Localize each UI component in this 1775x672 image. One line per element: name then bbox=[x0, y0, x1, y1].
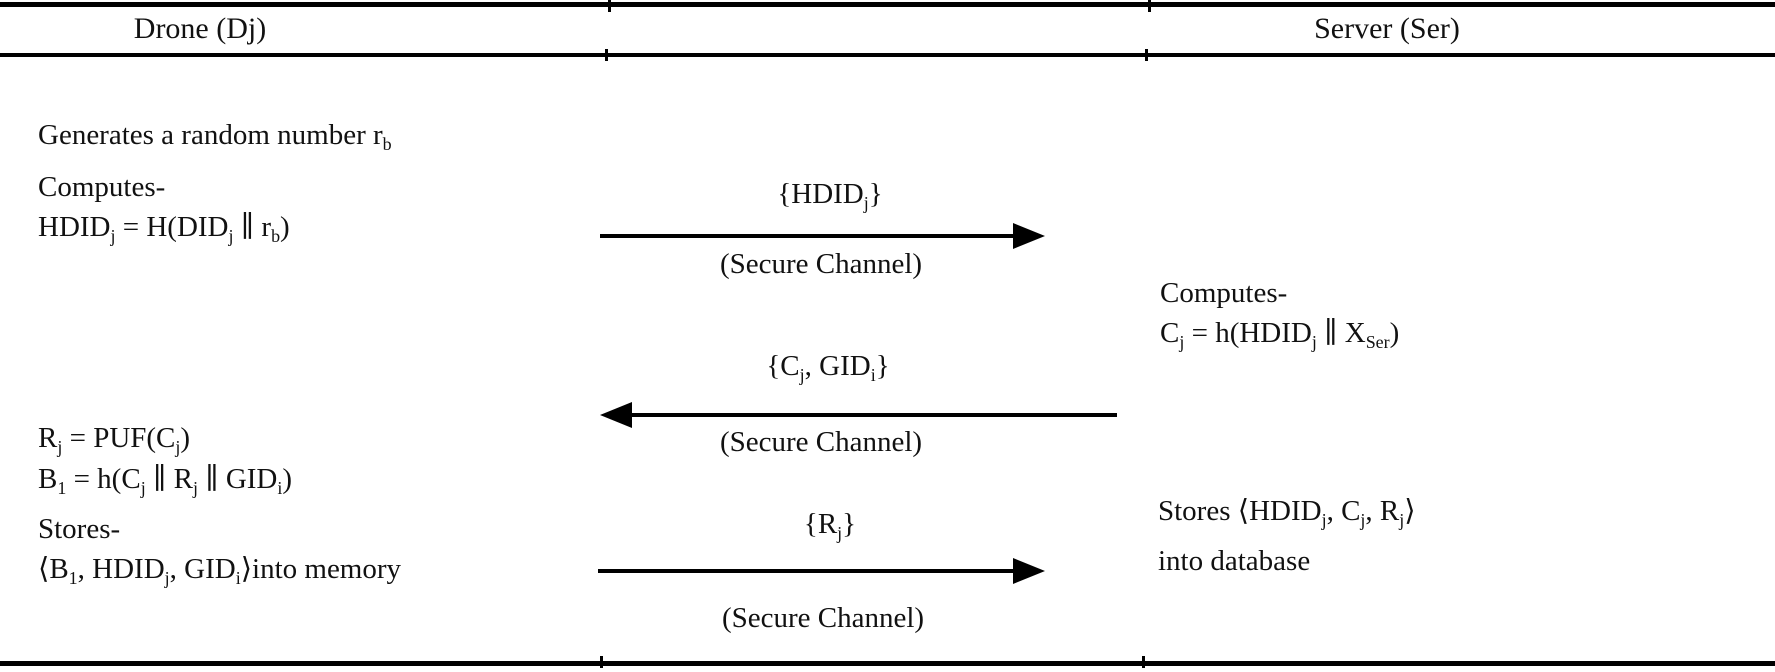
drone-step-puf-formula: Rj = PUF(Cj) bbox=[38, 422, 191, 457]
message-1-arrow-line bbox=[600, 234, 1013, 238]
message-2-arrow-line bbox=[630, 413, 1117, 417]
server-step-stores-tuple: Stores ⟨HDIDj, Cj, Rj⟩ bbox=[1158, 495, 1416, 530]
server-step-cj-formula: Cj = h(HDIDj ∥ XSer) bbox=[1160, 317, 1400, 352]
header-right-party: Server (Ser) bbox=[1314, 12, 1460, 45]
message-2-channel: (Secure Channel) bbox=[719, 426, 923, 458]
message-1-channel: (Secure Channel) bbox=[719, 248, 923, 280]
drone-step-generate-random: Generates a random number rb bbox=[38, 119, 392, 154]
table-header-rule bbox=[0, 53, 1775, 57]
server-step-stores-database: into database bbox=[1158, 545, 1311, 577]
column-tick bbox=[1145, 49, 1148, 61]
message-3-channel: (Secure Channel) bbox=[721, 602, 925, 634]
column-tick bbox=[1142, 656, 1145, 668]
message-1-label: {HDIDj} bbox=[777, 178, 883, 213]
server-step-computes-label: Computes- bbox=[1160, 277, 1288, 309]
drone-step-stores-label: Stores- bbox=[38, 513, 121, 545]
drone-step-b1-formula: B1 = h(Cj ∥ Rj ∥ GIDi) bbox=[38, 463, 293, 498]
message-2-arrowhead-left-icon bbox=[600, 402, 632, 428]
column-tick bbox=[600, 656, 603, 668]
message-1-arrowhead-right-icon bbox=[1013, 223, 1045, 249]
message-2-label: {Cj, GIDi} bbox=[766, 350, 890, 385]
column-tick bbox=[1148, 0, 1151, 12]
header-left-party: Drone (Dj) bbox=[133, 12, 267, 45]
message-3-arrow-line bbox=[598, 569, 1013, 573]
message-3-arrowhead-right-icon bbox=[1013, 558, 1045, 584]
table-bottom-rule bbox=[0, 661, 1775, 666]
message-3-label: {Rj} bbox=[803, 508, 857, 543]
drone-step-stores-memory: ⟨B1, HDIDj, GIDi⟩into memory bbox=[38, 553, 402, 588]
table-top-rule bbox=[0, 2, 1775, 7]
column-tick bbox=[605, 49, 608, 61]
column-tick bbox=[608, 0, 611, 12]
drone-step-computes-label: Computes- bbox=[38, 171, 166, 203]
drone-step-hdid-formula: HDIDj = H(DIDj ∥ rb) bbox=[38, 211, 290, 246]
